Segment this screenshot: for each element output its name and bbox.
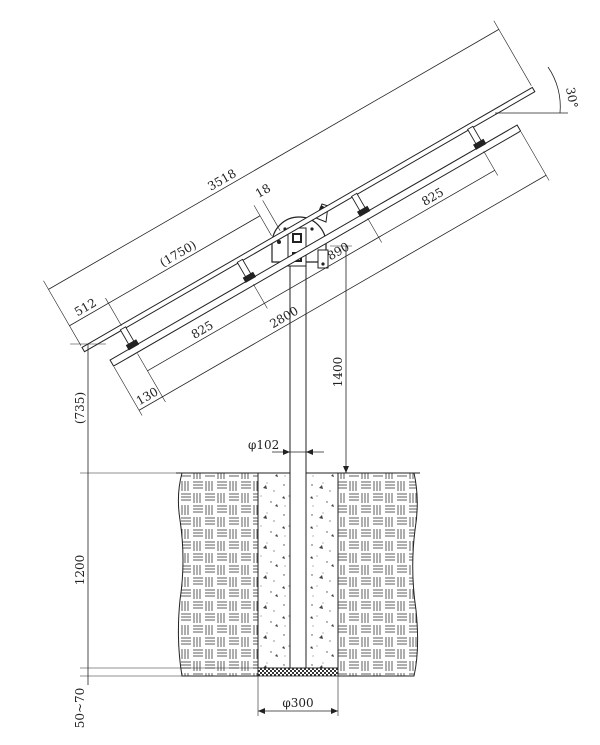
soil-block-right bbox=[337, 472, 419, 677]
dim-hole-diameter: φ300 bbox=[257, 676, 339, 716]
dim-735-label: (735) bbox=[73, 392, 87, 424]
clamp-2 bbox=[236, 258, 257, 283]
dim-1750-label: (1750) bbox=[157, 238, 199, 270]
clamp-4 bbox=[467, 125, 487, 150]
dim-512-label: 512 bbox=[72, 296, 99, 320]
gravel-layer bbox=[257, 667, 339, 677]
dim-angle-label: 30° bbox=[563, 86, 580, 109]
dim-1200-label: 1200 bbox=[73, 555, 87, 586]
dim-130-label: 130 bbox=[134, 385, 161, 409]
dim-overall: 3518 bbox=[43, 20, 532, 346]
clamp-3 bbox=[350, 192, 371, 217]
dim-18-label: 18 bbox=[253, 181, 273, 201]
panel-assembly: 3518 512 (1750) 18 825 890 825 bbox=[43, 20, 550, 416]
clamp-1 bbox=[119, 326, 140, 351]
dim-825-left-label: 825 bbox=[189, 318, 216, 342]
solar-panel bbox=[109, 124, 522, 367]
dim-phi102-label: φ102 bbox=[248, 438, 279, 452]
dim-post-height: 1400 bbox=[330, 245, 352, 473]
dim-825-right-label: 825 bbox=[419, 185, 446, 209]
dim-clamp-spacing: 825 890 825 bbox=[147, 151, 499, 372]
dim-left-chain: (735) 1200 50~70 bbox=[70, 343, 258, 729]
soil-block-left bbox=[177, 472, 259, 677]
dim-890-label: 890 bbox=[325, 240, 352, 264]
dim-gravel-label: 50~70 bbox=[73, 688, 87, 729]
dim-post-diameter: φ102 bbox=[248, 438, 324, 455]
torque-tube bbox=[81, 86, 536, 353]
foundation bbox=[176, 472, 420, 677]
dim-1400-label: 1400 bbox=[331, 357, 345, 388]
dim-phi300-label: φ300 bbox=[282, 696, 313, 710]
dim-angle: 30° bbox=[495, 66, 581, 114]
